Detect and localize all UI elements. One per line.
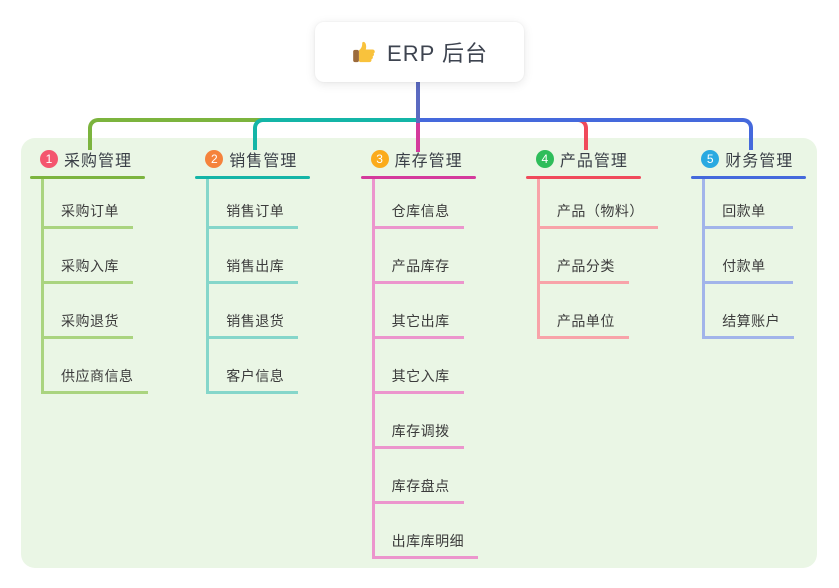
branch-1: 1 采购管理采购订单采购入库采购退货供应商信息 xyxy=(30,144,192,394)
branch-header-5[interactable]: 5 财务管理 xyxy=(691,144,839,174)
child-node[interactable]: 其它出库 xyxy=(374,284,464,339)
branch-children-3: 仓库信息产品库存其它出库其它入库库存调拨库存盘点出库库明细 xyxy=(371,179,479,559)
thumbs-up-icon xyxy=(351,39,377,65)
child-node-label: 采购退货 xyxy=(61,313,119,329)
child-node[interactable]: 产品分类 xyxy=(539,229,629,284)
child-node[interactable]: 付款单 xyxy=(705,229,794,284)
child-node-label: 供应商信息 xyxy=(61,368,134,384)
child-node-label: 产品库存 xyxy=(391,258,450,274)
child-node[interactable]: 产品（物料） xyxy=(539,179,658,229)
child-node[interactable]: 库存盘点 xyxy=(374,449,464,504)
branch-underline-4 xyxy=(525,176,641,179)
child-node[interactable]: 其它入库 xyxy=(374,339,464,394)
branch-label-1: 采购管理 xyxy=(64,153,133,170)
child-node-label: 采购订单 xyxy=(61,203,119,219)
child-node-label: 结算账户 xyxy=(722,313,781,329)
child-node[interactable]: 销售出库 xyxy=(209,229,299,284)
child-node-label: 库存盘点 xyxy=(391,478,450,494)
branch-badge-4: 4 xyxy=(535,150,554,168)
child-node[interactable]: 产品单位 xyxy=(539,284,629,339)
child-node-label: 付款单 xyxy=(722,258,766,274)
branch-underline-3 xyxy=(360,176,476,179)
child-node[interactable]: 出库库明细 xyxy=(374,504,479,559)
child-node-label: 出库库明细 xyxy=(391,533,465,549)
child-node[interactable]: 客户信息 xyxy=(209,339,299,394)
branch-3: 3 库存管理仓库信息产品库存其它出库其它入库库存调拨库存盘点出库库明细 xyxy=(360,144,523,559)
child-node[interactable]: 回款单 xyxy=(705,179,794,229)
child-node-label: 采购入库 xyxy=(61,258,119,274)
root-node[interactable]: ERP 后台 xyxy=(315,22,524,82)
branch-badge-1: 1 xyxy=(40,150,58,168)
branch-header-2[interactable]: 2 销售管理 xyxy=(195,144,357,174)
child-node[interactable]: 采购入库 xyxy=(44,229,133,284)
branch-header-4[interactable]: 4 产品管理 xyxy=(526,144,688,174)
branch-underline-2 xyxy=(195,176,311,179)
branch-children-5: 回款单付款单结算账户 xyxy=(702,179,795,339)
child-node-label: 销售退货 xyxy=(226,313,285,329)
child-node-label: 其它入库 xyxy=(391,368,450,384)
branch-underline-5 xyxy=(691,176,807,179)
branch-badge-5: 5 xyxy=(701,150,720,168)
branch-5: 5 财务管理回款单付款单结算账户 xyxy=(691,144,839,339)
child-node-label: 仓库信息 xyxy=(391,203,450,219)
child-node-label: 回款单 xyxy=(722,203,766,219)
child-node[interactable]: 销售退货 xyxy=(209,284,299,339)
child-node[interactable]: 仓库信息 xyxy=(374,179,464,229)
branch-children-2: 销售订单销售出库销售退货客户信息 xyxy=(206,179,299,394)
child-node[interactable]: 产品库存 xyxy=(374,229,464,284)
child-node[interactable]: 供应商信息 xyxy=(44,339,148,394)
root-connector xyxy=(416,80,420,123)
child-node-label: 销售订单 xyxy=(226,203,285,219)
child-node[interactable]: 销售订单 xyxy=(209,179,299,229)
child-node-label: 产品分类 xyxy=(556,258,615,274)
branch-children-1: 采购订单采购入库采购退货供应商信息 xyxy=(41,179,148,394)
branch-connector-5 xyxy=(418,118,753,150)
child-node-label: 销售出库 xyxy=(226,258,285,274)
child-node[interactable]: 库存调拨 xyxy=(374,394,464,449)
child-node[interactable]: 结算账户 xyxy=(705,284,795,339)
child-node-label: 库存调拨 xyxy=(391,423,450,439)
branch-badge-2: 2 xyxy=(205,150,224,168)
branch-label-4: 产品管理 xyxy=(559,153,628,170)
child-node[interactable]: 采购订单 xyxy=(44,179,133,229)
branch-label-5: 财务管理 xyxy=(725,153,794,170)
branch-2: 2 销售管理销售订单销售出库销售退货客户信息 xyxy=(195,144,357,394)
child-node[interactable]: 采购退货 xyxy=(44,284,133,339)
branch-label-3: 库存管理 xyxy=(394,153,463,170)
branches-panel xyxy=(21,138,817,568)
child-node-label: 其它出库 xyxy=(391,313,450,329)
child-node-label: 产品（物料） xyxy=(556,203,644,219)
branch-underline-1 xyxy=(30,176,145,179)
branch-4: 4 产品管理产品（物料） 产品分类产品单位 xyxy=(525,144,688,339)
child-node-label: 客户信息 xyxy=(226,368,285,384)
branch-connector-2 xyxy=(253,118,422,150)
branch-header-1[interactable]: 1 采购管理 xyxy=(30,144,192,174)
branch-header-3[interactable]: 3 库存管理 xyxy=(361,144,523,174)
branch-label-2: 销售管理 xyxy=(229,153,298,170)
branch-badge-3: 3 xyxy=(370,150,389,168)
root-node-label: ERP 后台 xyxy=(387,41,488,66)
branch-connector-3 xyxy=(416,122,420,152)
child-node-label: 产品单位 xyxy=(556,313,615,329)
branch-children-4: 产品（物料） 产品分类产品单位 xyxy=(536,179,658,339)
